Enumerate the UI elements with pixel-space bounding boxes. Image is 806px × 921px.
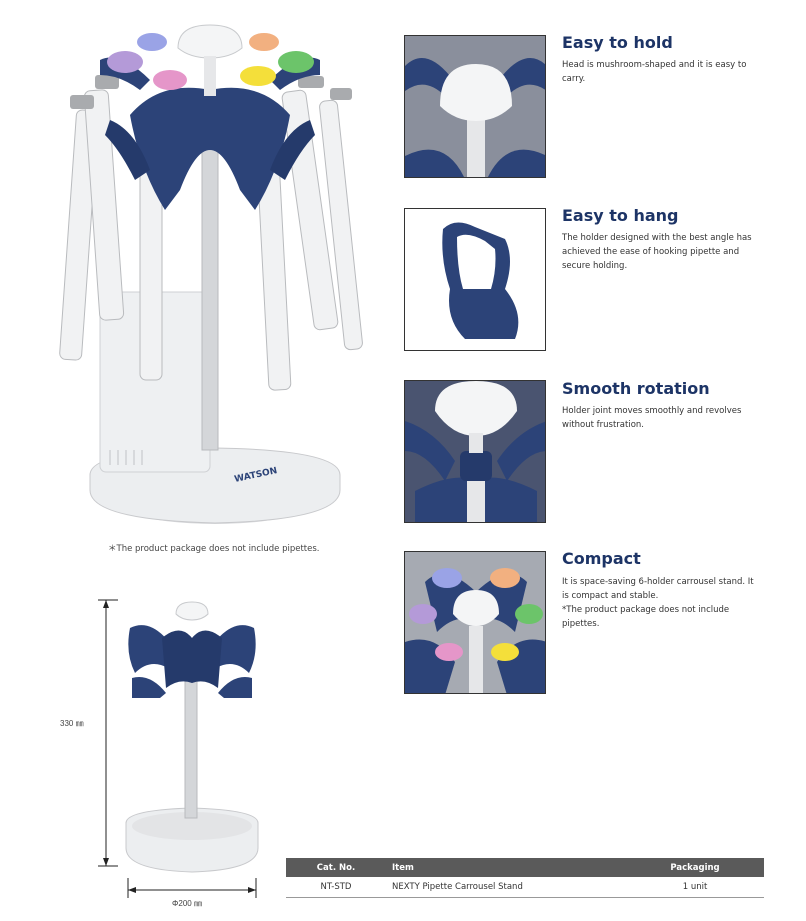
cell-cat-no: NT-STD	[286, 877, 386, 898]
spec-table: Cat. No. Item Packaging NT-STD NEXTY Pip…	[286, 858, 764, 898]
feature-text-compact: It is space-saving 6-holder carrousel st…	[562, 577, 754, 601]
feature-title-easy-to-hold: Easy to hold	[562, 33, 673, 52]
feature-title-smooth-rotation: Smooth rotation	[562, 379, 710, 398]
header-cat-no: Cat. No.	[286, 858, 386, 877]
feature-image-smooth-rotation	[404, 380, 546, 523]
table-row: NT-STD NEXTY Pipette Carrousel Stand 1 u…	[286, 877, 764, 898]
feature-image-compact	[404, 551, 546, 694]
feature-text-easy-to-hang: The holder designed with the best angle …	[562, 233, 752, 271]
product-photo: WATSON	[59, 24, 363, 524]
feature-image-easy-to-hold	[404, 35, 546, 178]
dimension-drawing	[98, 599, 259, 898]
feature-text-easy-to-hold: Head is mushroom-shaped and it is easy t…	[562, 60, 747, 84]
feature-note-compact: *The product package does not include pi…	[562, 605, 730, 629]
cell-packaging: 1 unit	[626, 877, 764, 898]
feature-title-compact: Compact	[562, 549, 641, 568]
table-header-row: Cat. No. Item Packaging	[286, 858, 764, 877]
header-item: Item	[386, 858, 626, 877]
cell-item: NEXTY Pipette Carrousel Stand	[386, 877, 626, 898]
feature-image-easy-to-hang	[404, 208, 546, 351]
package-caption: ＊The product package does not include pi…	[108, 544, 320, 554]
height-dimension-label: 330 ㎜	[60, 719, 84, 728]
header-packaging: Packaging	[626, 858, 764, 877]
diameter-dimension-label: Φ200 ㎜	[172, 899, 202, 908]
feature-text-smooth-rotation: Holder joint moves smoothly and revolves…	[562, 406, 742, 430]
feature-title-easy-to-hang: Easy to hang	[562, 206, 679, 225]
